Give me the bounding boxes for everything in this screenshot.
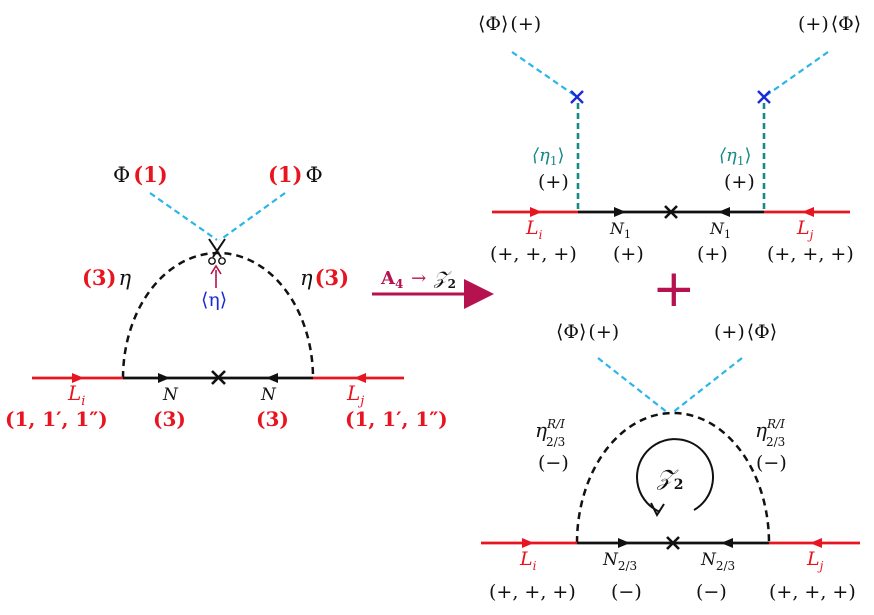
- li-label: Li: [525, 217, 543, 242]
- n-right-rep-label: (3): [256, 407, 289, 431]
- n-right-charge: (−): [696, 581, 727, 603]
- n-right-arrow: [266, 373, 278, 383]
- lj-rep-label: (1, 1′, 1″): [345, 407, 448, 431]
- scissors-icon: [208, 238, 226, 265]
- n-right-arrow: [721, 538, 733, 548]
- phi-right-line: [219, 192, 286, 241]
- li-label: Li: [67, 381, 85, 409]
- top-right-diagram: ⟨Φ⟩(+) (+)⟨Φ⟩ ⟨η1⟩ (+) ⟨η1⟩ (+) Li Lj N1…: [478, 13, 861, 265]
- eta-left-label: ηR/I: [535, 417, 565, 442]
- vev-phi-left-label: ⟨Φ⟩(+): [556, 321, 619, 343]
- z2-label: 𝒵2: [656, 466, 684, 493]
- n-right-label: N1: [709, 219, 731, 241]
- li-rep-label: (1, 1′, 1″): [5, 407, 108, 431]
- n-left-label: N2/3: [602, 550, 637, 573]
- eta1-left-charge: (+): [538, 171, 569, 193]
- li-charge: (+, +, +): [490, 243, 577, 265]
- z2-rotation-icon: [636, 438, 714, 513]
- lj-charge: (+, +, +): [769, 581, 856, 603]
- li-arrow: [72, 373, 84, 383]
- phi-left-line: [511, 51, 578, 98]
- lj-arrow: [354, 373, 366, 383]
- lj-arrow: [802, 207, 814, 217]
- n-right-arrow: [718, 207, 730, 217]
- lj-label: Lj: [346, 381, 364, 409]
- vev-phi-left-label: ⟨Φ⟩(+): [478, 13, 541, 35]
- eta-loop: [575, 411, 771, 544]
- lj-label: Lj: [806, 548, 824, 573]
- n-left-arrow: [618, 538, 630, 548]
- mass-insertion-cross: [664, 205, 678, 219]
- eta-left-sub: 2/3: [546, 435, 565, 449]
- lj-label: Lj: [796, 217, 814, 242]
- eta1-left-label: ⟨η1⟩: [532, 145, 564, 168]
- vev-cross-left: [570, 90, 584, 104]
- vev-eta-label: ⟨η⟩: [201, 289, 227, 311]
- n-left-rep-label: (3): [153, 407, 186, 431]
- vev-phi-right-label: (+)⟨Φ⟩: [798, 13, 861, 35]
- phi-right-line: [763, 51, 829, 98]
- n-right-label: N: [260, 385, 277, 405]
- eta-left-label: (3)η: [82, 265, 131, 290]
- n-left-arrow: [614, 207, 626, 217]
- eta-right-charge: (−): [756, 452, 787, 474]
- eta1-right-label: ⟨η1⟩: [719, 145, 751, 168]
- vev-phi-right-label: (+)⟨Φ⟩: [714, 321, 777, 343]
- bottom-right-diagram: 𝒵2 ⟨Φ⟩(+) (+)⟨Φ⟩ ηR/I 2/3 (−) ηR/I 2/3 (…: [481, 321, 860, 603]
- n-right-charge: (+): [697, 243, 728, 265]
- lj-charge: (+, +, +): [767, 243, 854, 265]
- phi-left-label: Φ(1): [113, 162, 168, 187]
- eta-loop: [121, 251, 315, 379]
- symmetry-breaking-arrow: A4 → 𝒵2: [372, 268, 494, 309]
- n-left-charge: (−): [611, 581, 642, 603]
- vev-arrow-head: [210, 264, 222, 275]
- li-arrow: [530, 207, 542, 217]
- lj-arrow: [810, 538, 822, 548]
- n-left-charge: (+): [613, 243, 644, 265]
- li-charge: (+, +, +): [489, 581, 576, 603]
- n-right-label: N2/3: [700, 550, 735, 573]
- z2-rotation-arrowhead: [650, 502, 665, 518]
- breaking-arrow-label: A4 → 𝒵2: [380, 268, 456, 293]
- li-arrow: [522, 538, 534, 548]
- phi-left-line: [149, 192, 218, 241]
- phi-left-line: [597, 357, 669, 414]
- mass-insertion-cross: [211, 370, 226, 385]
- left-diagram: Φ(1) (1)Φ (3)η η(3) ⟨η⟩ Li Lj (1, 1′, 1″…: [5, 162, 448, 431]
- phi-right-line: [671, 357, 743, 414]
- eta-right-sub: 2/3: [766, 435, 785, 449]
- n-left-label: N1: [609, 219, 631, 241]
- eta-right-label: ηR/I: [755, 417, 785, 442]
- eta-right-label: η(3): [300, 265, 349, 290]
- li-label: Li: [519, 548, 537, 573]
- plus-sign-glyph: +: [652, 259, 696, 319]
- eta1-right-charge: (+): [724, 171, 755, 193]
- n-left-arrow: [158, 373, 170, 383]
- vev-cross-right: [757, 90, 771, 104]
- mass-insertion-cross: [666, 536, 680, 550]
- eta-left-charge: (−): [538, 452, 569, 474]
- n-left-label: N: [162, 385, 179, 405]
- phi-right-label: (1)Φ: [268, 162, 323, 187]
- plus-sign: +: [652, 259, 696, 319]
